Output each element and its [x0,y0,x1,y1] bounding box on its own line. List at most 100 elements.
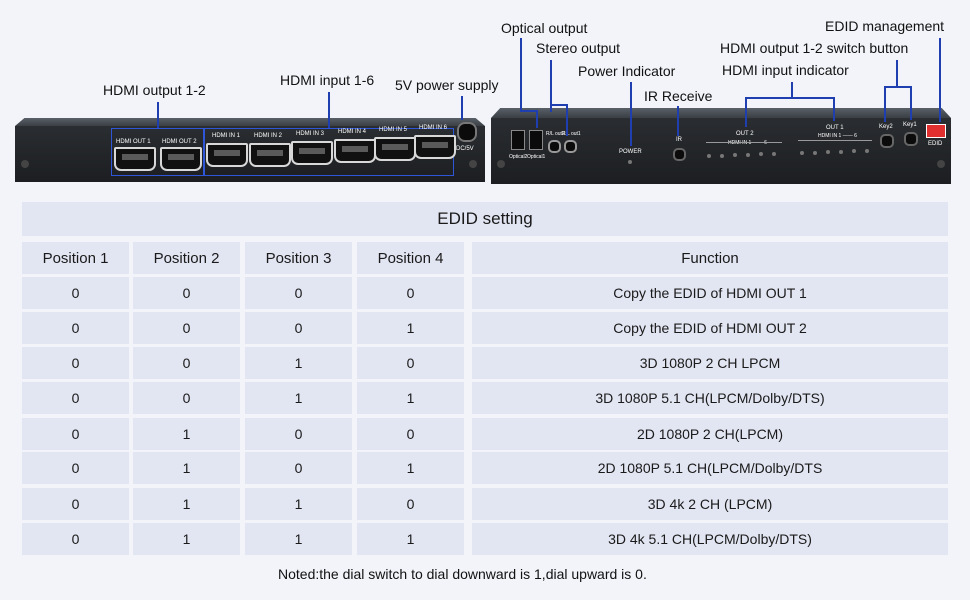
hdmi-in-3-port[interactable] [291,141,333,165]
edid-management-label: EDID management [825,18,945,34]
cell-position-3: 0 [245,418,352,450]
edid-label: EDID [928,141,943,147]
device-top-surface [15,118,485,126]
port-label: HDMI IN 3 [296,131,325,137]
hdmi-output-label: HDMI output 1-2 [103,82,206,98]
hdmi-in-2-port[interactable] [249,143,291,167]
cell-position-4: 1 [357,523,464,555]
cell-function: Copy the EDID of HDMI OUT 2 [472,312,948,344]
leader-line [791,82,793,98]
leader-line [550,104,568,106]
hdmi-in-5-port[interactable] [374,137,416,161]
header-position-2: Position 2 [133,242,240,274]
device-top-surface [491,108,951,118]
key2-button[interactable] [880,134,894,148]
port-label: Optical2 [509,154,528,160]
ir-label: IR [676,137,682,143]
out1-led-5 [852,149,856,153]
leader-line [461,96,463,120]
table-row: 0 1 1 1 3D 4k 5.1 CH(LPCM/Dolby/DTS) [22,523,948,555]
footnote: Noted:the dial switch to dial downward i… [278,566,647,582]
output-switch-button-label: HDMI output 1-2 switch button [720,40,909,56]
hdmi-in-4-port[interactable] [334,139,376,163]
input-indicator-label: HDMI input indicator [722,62,849,78]
table-header-row: Position 1 Position 2 Position 3 Positio… [22,242,948,274]
power-indicator-label: Power Indicator [578,63,676,79]
hdmi-in-6-port[interactable] [414,135,456,159]
optical-output-label: Optical output [501,20,588,36]
port-label: HDMI IN 1 [212,133,241,139]
cell-position-4: 1 [357,382,464,414]
leader-line [833,97,835,121]
key1-button[interactable] [904,132,918,146]
hdmi-out-2-port[interactable] [160,147,202,171]
out1-led-1 [800,151,804,155]
table-row: 0 0 1 1 3D 1080P 5.1 CH(LPCM/Dolby/DTS) [22,382,948,414]
leader-line [745,97,747,127]
cell-function: 3D 4k 5.1 CH(LPCM/Dolby/DTS) [472,523,948,555]
cell-position-4: 1 [357,312,464,344]
table-row: 0 1 1 0 3D 4k 2 CH (LPCM) [22,488,948,520]
cell-function: 3D 1080P 2 CH LPCM [472,347,948,379]
port-label: HDMI OUT 2 [162,139,197,145]
cell-position-3: 1 [245,347,352,379]
hdmi-output-group-outline [111,128,205,176]
edid-dip-switch[interactable] [926,124,946,138]
power-supply-label: 5V power supply [395,77,499,93]
cell-position-2: 1 [133,418,240,450]
out2-led-2 [720,154,724,158]
port-label: HDMI IN 5 [379,127,408,133]
cell-function: 3D 1080P 5.1 CH(LPCM/Dolby/DTS) [472,382,948,414]
cell-position-3: 1 [245,382,352,414]
cell-position-4: 0 [357,418,464,450]
port-label: R/L out1 [562,131,581,137]
leader-line [566,104,568,136]
cell-position-3: 0 [245,312,352,344]
cell-position-4: 0 [357,277,464,309]
out2-led-1 [707,154,711,158]
port-label: HDMI IN 4 [338,129,367,135]
out1-led-4 [839,150,843,154]
cell-position-2: 0 [133,347,240,379]
hdmi-out-1-port[interactable] [114,147,156,171]
cell-position-1: 0 [22,418,129,450]
leader-line [939,38,941,122]
cell-position-1: 0 [22,452,129,484]
cell-position-4: 0 [357,488,464,520]
out2-led-4 [746,153,750,157]
port-label: HDMI IN 6 [419,125,448,131]
hdmi-in-1-port[interactable] [206,143,248,167]
table-row: 0 0 0 1 Copy the EDID of HDMI OUT 2 [22,312,948,344]
out2-label: OUT 2 [736,131,754,137]
key1-label: Key1 [903,122,917,128]
hdmi-input-label: HDMI input 1-6 [280,72,375,88]
out1-input-range: HDMI IN 1 —— 6 [818,133,857,139]
out1-bracket [798,140,872,141]
cell-position-2: 0 [133,382,240,414]
stereo-out-2-jack[interactable] [548,140,561,153]
dc-power-jack[interactable] [457,122,477,142]
table-title: EDID setting [22,202,948,236]
optical-2-port[interactable] [511,130,525,150]
screw-icon [497,160,505,168]
leader-line [520,38,522,112]
optical-1-port[interactable] [529,130,543,150]
cell-position-4: 0 [357,347,464,379]
table-row: 0 0 1 0 3D 1080P 2 CH LPCM [22,347,948,379]
out1-led-6 [865,149,869,153]
leader-line [896,60,898,86]
table-row: 0 1 0 0 2D 1080P 2 CH(LPCM) [22,418,948,450]
cell-position-1: 0 [22,488,129,520]
out1-led-3 [826,150,830,154]
stereo-out-1-jack[interactable] [564,140,577,153]
out2-led-6 [772,152,776,156]
cell-position-3: 0 [245,277,352,309]
leader-line [884,86,886,122]
cell-position-2: 1 [133,452,240,484]
cell-position-1: 0 [22,523,129,555]
leader-line [157,102,159,128]
power-indicator-led [628,160,632,164]
leader-line [910,86,912,120]
dc-label: DC/5V [456,146,474,152]
